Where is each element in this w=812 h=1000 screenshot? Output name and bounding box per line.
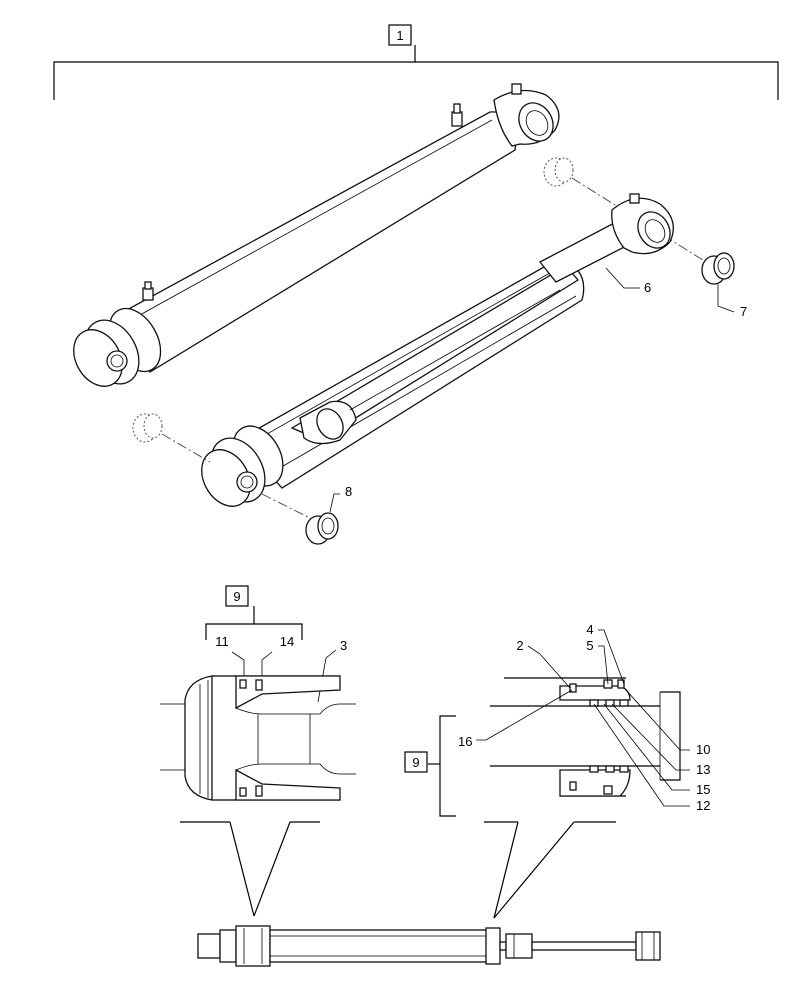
centerline-lower-right (261, 493, 319, 523)
callout-box-9-right[interactable]: 9 (404, 751, 428, 773)
bushing-8[interactable] (305, 512, 339, 545)
cylinder-assembled[interactable] (64, 83, 560, 395)
callout-14-text: 14 (280, 634, 294, 649)
leader-2 (527, 645, 571, 689)
callout-7-text: 7 (740, 304, 747, 319)
leader-12 (593, 703, 690, 807)
leader-8 (329, 493, 340, 513)
cylinder-overview[interactable] (197, 925, 661, 967)
callout-5-text: 5 (586, 638, 593, 653)
cylinder-cutaway[interactable] (192, 193, 677, 515)
bushing-7[interactable] (701, 252, 735, 285)
leader-7 (717, 284, 735, 313)
gland-section-right (490, 677, 681, 797)
bushing-ghost-lower (132, 413, 163, 443)
callout-13-text: 13 (696, 762, 710, 777)
callout-12-text: 12 (696, 798, 710, 813)
callout-box-1[interactable]: 1 (388, 24, 412, 46)
zoom-lines (180, 821, 616, 919)
bushing-ghost-upper (543, 157, 574, 187)
callout-9-right-text: 9 (412, 755, 419, 770)
centerline-lower-left (161, 433, 211, 463)
head-section-left (160, 675, 356, 801)
leader-16 (476, 689, 573, 741)
leader-10 (625, 689, 690, 751)
leader-5 (598, 645, 609, 685)
callout-4-text: 4 (586, 622, 593, 637)
callout-8-text: 8 (345, 484, 352, 499)
assembly-bracket (53, 45, 779, 100)
leader-13 (611, 703, 690, 771)
leader-4 (598, 629, 625, 685)
callout-9-left-text: 9 (233, 589, 240, 604)
callout-15-text: 15 (696, 782, 710, 797)
callout-6-text: 6 (644, 280, 651, 295)
callout-1-text: 1 (396, 28, 403, 43)
callout-11-text: 11 (215, 634, 229, 649)
callout-2-text: 2 (516, 638, 523, 653)
kit-bracket-right (439, 715, 456, 817)
callout-3-text: 3 (340, 638, 347, 653)
callout-box-9-left[interactable]: 9 (225, 585, 249, 607)
leader-15 (603, 703, 690, 791)
callout-16-text: 16 (458, 734, 472, 749)
leader-6 (605, 267, 640, 289)
callout-10-text: 10 (696, 742, 710, 757)
